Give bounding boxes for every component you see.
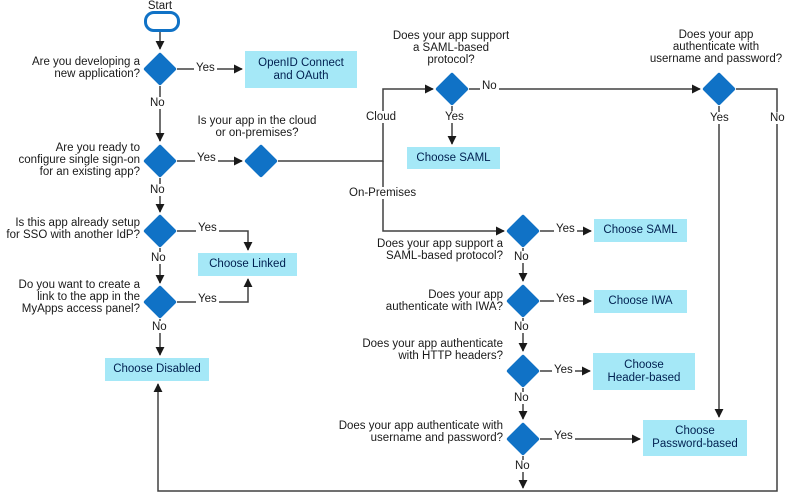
edge-label-createlink-no: No: [150, 321, 169, 333]
edge-label-iwa-yes: Yes: [554, 293, 577, 305]
start-label: Start: [147, 0, 173, 12]
start-terminator: [144, 11, 180, 32]
outcome-choose-saml-cloud: Choose SAML: [407, 147, 500, 169]
question-auth-username-password-onprem: Does your app authenticate with username…: [338, 420, 503, 444]
edge-label-createlink-yes: Yes: [196, 293, 219, 305]
outcome-openid-oauth: OpenID Connect and OAuth: [245, 51, 357, 88]
edge-label-samlonprem-yes: Yes: [554, 223, 577, 235]
outcome-choose-disabled: Choose Disabled: [105, 358, 209, 381]
question-create-link-myapps: Do you want to create a link to the app …: [18, 279, 140, 315]
question-already-setup-sso-idp: Is this app already setup for SSO with a…: [6, 217, 140, 241]
outcome-choose-iwa: Choose IWA: [594, 290, 687, 313]
question-auth-username-password-cloud: Does your app authenticate with username…: [649, 29, 783, 65]
edge-label-headers-yes: Yes: [552, 364, 575, 376]
connector-cloud-branch: [278, 84, 434, 162]
edge-label-iwa-no: No: [512, 321, 531, 333]
outcome-choose-linked: Choose Linked: [198, 253, 297, 276]
edge-label-samlonprem-no: No: [512, 251, 531, 263]
edge-label-alreadysetup-no: No: [149, 252, 168, 264]
outcome-choose-password-based: Choose Password-based: [643, 420, 747, 456]
edge-label-on-premises: On-Premises: [347, 187, 419, 199]
edge-label-samlcloud-no: No: [480, 80, 499, 92]
edge-label-developing-yes: Yes: [194, 62, 217, 74]
edge-label-alreadysetup-yes: Yes: [196, 222, 219, 234]
edge-label-userpass-no: No: [768, 112, 787, 124]
question-auth-iwa: Does your app authenticate with IWA?: [385, 289, 503, 313]
question-cloud-or-on-premises: Is your app in the cloud or on-premises?: [197, 115, 317, 139]
edge-label-developing-no: No: [148, 97, 167, 109]
outcome-choose-header-based: Choose Header-based: [593, 353, 695, 390]
edge-label-headers-no: No: [512, 392, 531, 404]
connector-onpremises-branch: [382, 161, 505, 236]
edge-label-userpass2-no: No: [513, 460, 532, 472]
question-developing-new-app: Are you developing a new application?: [31, 56, 140, 80]
edge-label-ready-yes: Yes: [195, 152, 218, 164]
question-saml-support-onprem: Does your app support a SAML-based proto…: [377, 238, 503, 262]
edge-label-userpass-yes: Yes: [708, 112, 731, 124]
connector-userpass-no-disabled-loop: [153, 88, 778, 492]
outcome-choose-saml-onprem: Choose SAML: [594, 219, 687, 242]
question-saml-support-cloud: Does your app support a SAML-based proto…: [392, 30, 510, 66]
edge-label-userpass2-yes: Yes: [552, 430, 575, 442]
edge-label-samlcloud-yes: Yes: [443, 111, 466, 123]
edge-label-ready-no: No: [148, 184, 167, 196]
edge-label-cloud: Cloud: [364, 111, 399, 123]
question-auth-http-headers: Does your app authenticate with HTTP hea…: [362, 338, 503, 362]
question-ready-configure-sso: Are you ready to configure single sign-o…: [18, 142, 140, 178]
